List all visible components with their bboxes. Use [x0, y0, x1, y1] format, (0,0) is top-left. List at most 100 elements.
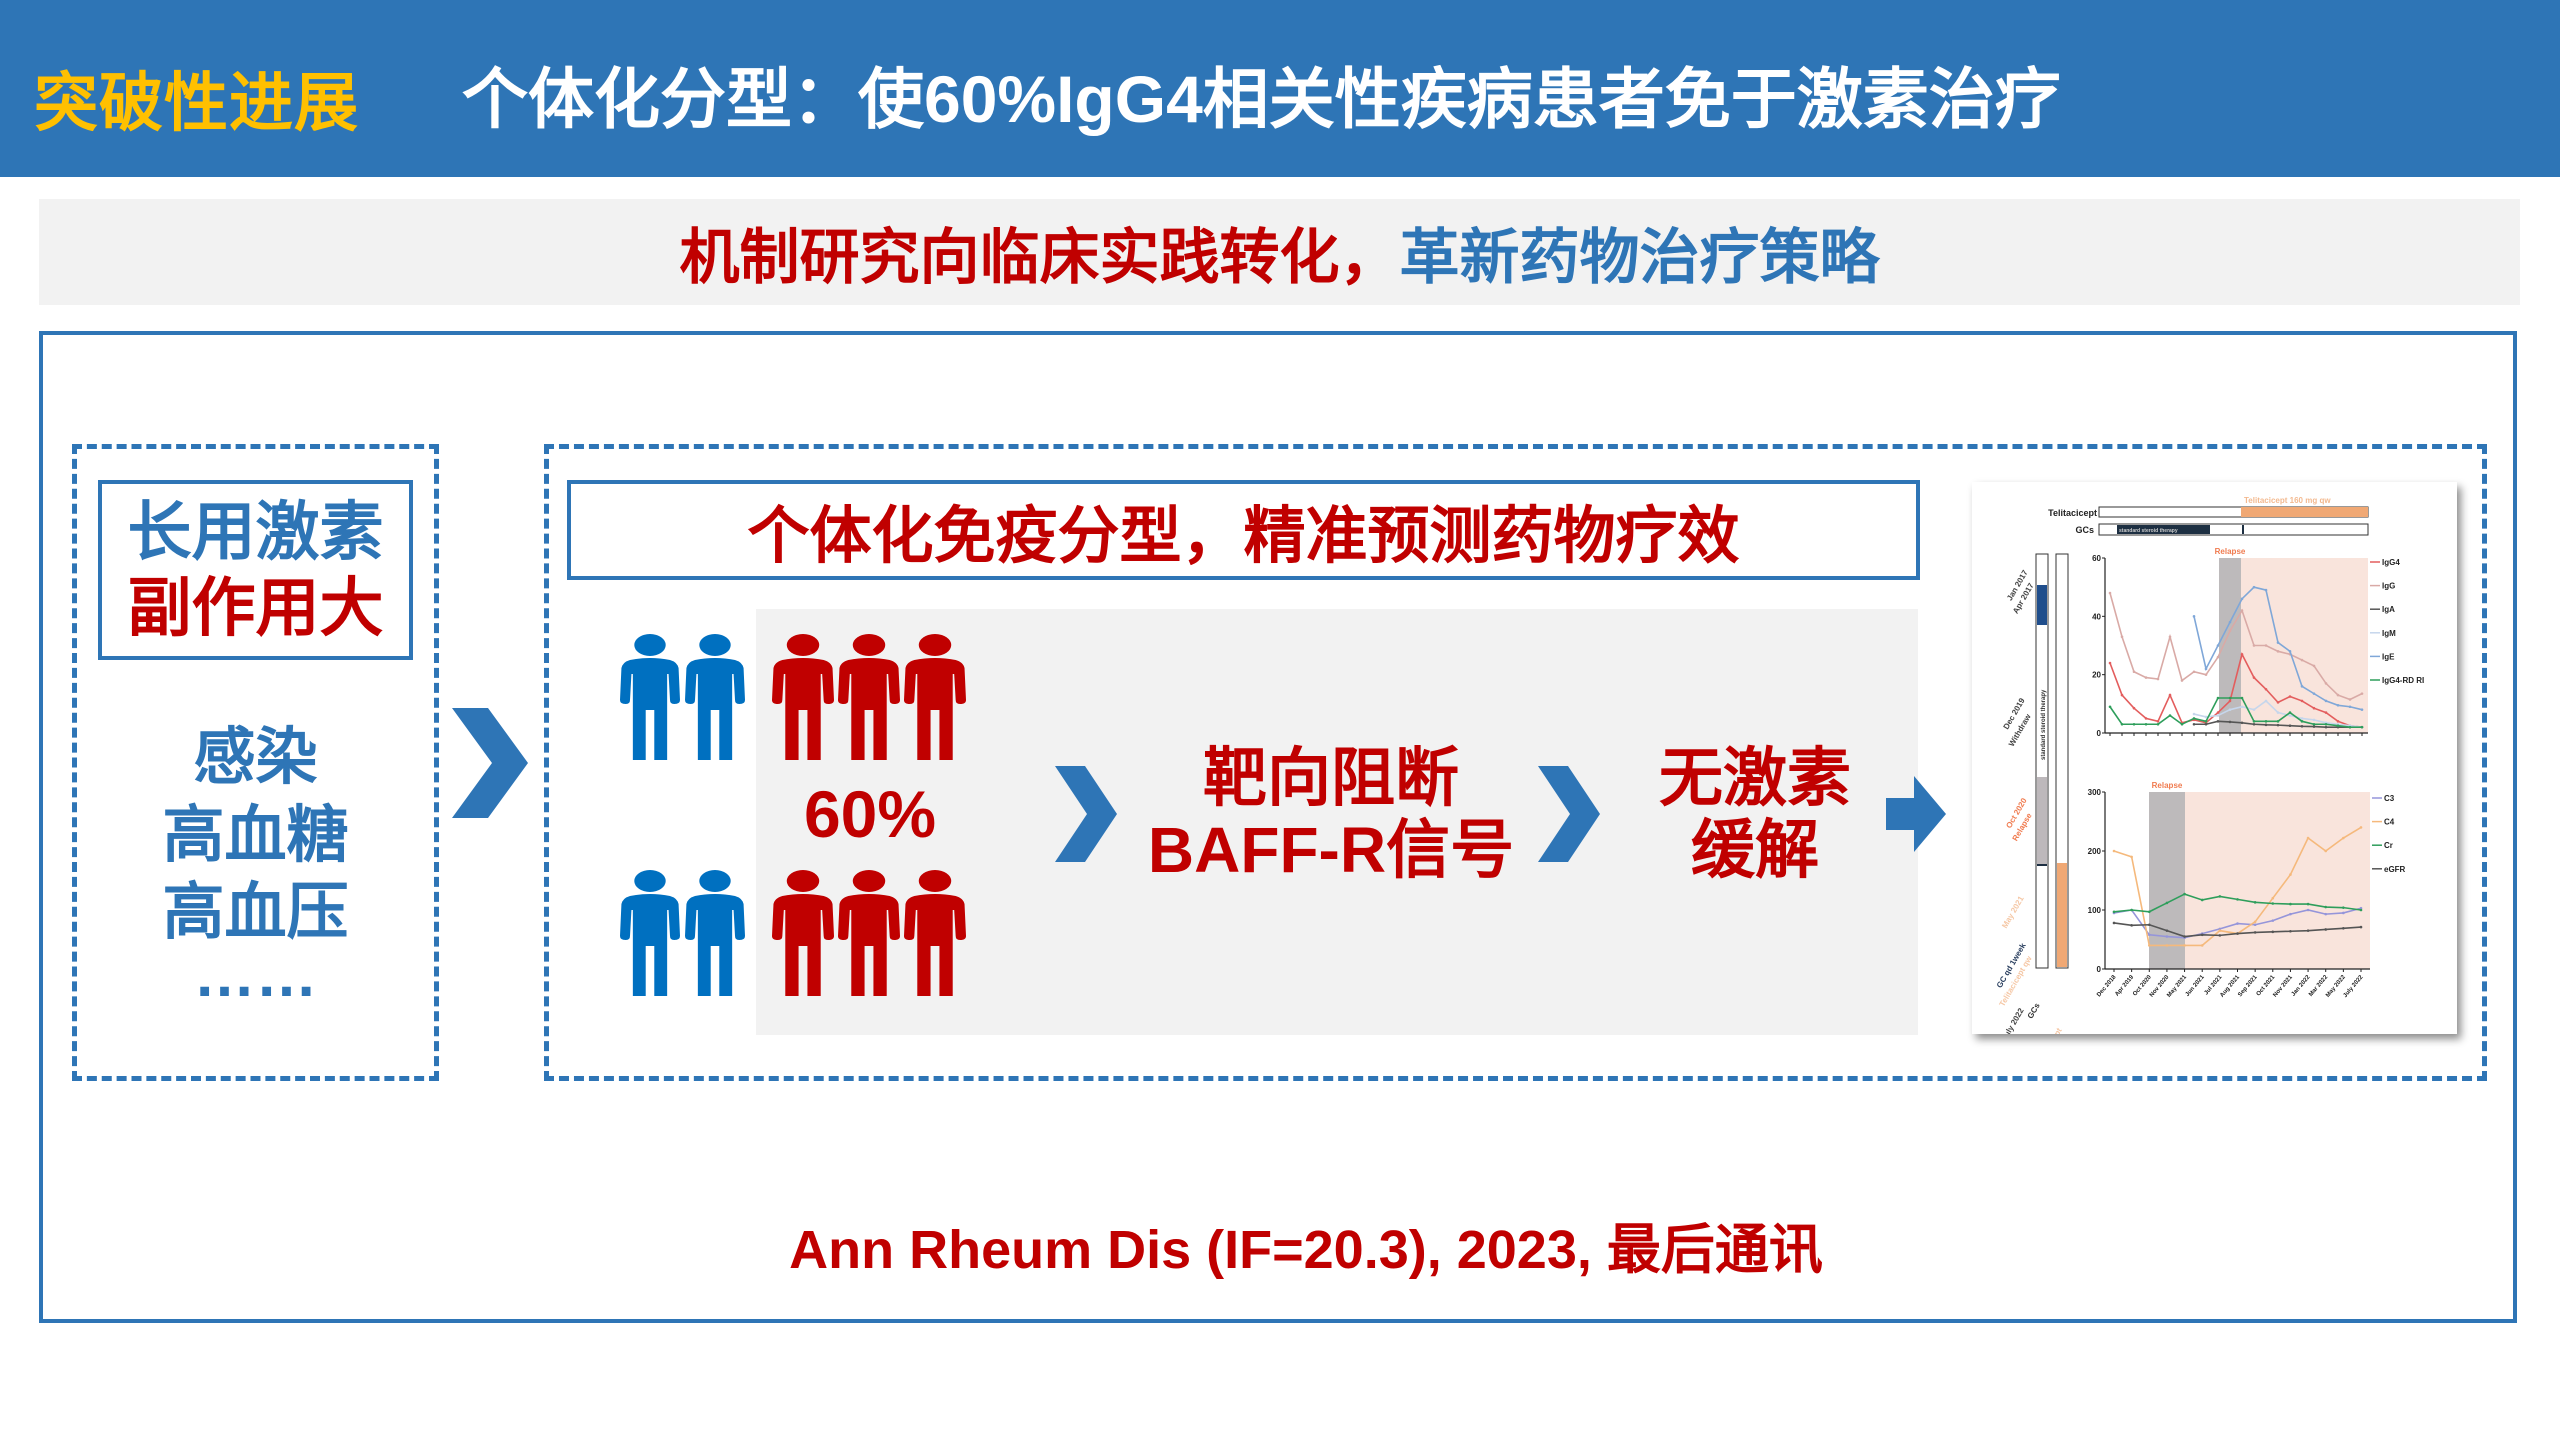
data-point: [2147, 944, 2151, 947]
data-point: [2192, 712, 2196, 716]
legend-label: IgM: [2382, 629, 2396, 638]
data-point: [2240, 705, 2244, 709]
data-point: [2271, 919, 2275, 922]
data-point: [2324, 725, 2328, 729]
data-point: [2276, 650, 2280, 653]
data-point: [2236, 932, 2239, 935]
data-point: [2288, 711, 2292, 714]
treatment-region: [2185, 792, 2370, 969]
legend-label: C3: [2384, 794, 2395, 803]
data-point: [2288, 714, 2292, 717]
data-point: [2300, 699, 2304, 703]
data-point: [2288, 695, 2292, 698]
gcs-fill: [2117, 525, 2210, 534]
y-tick-label: 0: [2097, 729, 2102, 738]
data-point: [2132, 706, 2136, 710]
data-point: [2130, 924, 2133, 927]
data-point: [2132, 722, 2136, 726]
series-line-IgG4: [2109, 652, 2363, 728]
person-icon-red: [772, 634, 834, 760]
data-point: [2130, 855, 2133, 859]
relapse-region: [2219, 558, 2241, 733]
data-point: [2312, 718, 2316, 722]
data-point: [2306, 929, 2310, 932]
data-point: [2300, 720, 2304, 723]
series-line-IgG4-RD RI: [2109, 697, 2362, 728]
chevron-right-icon: [452, 708, 528, 818]
data-point: [2200, 898, 2204, 902]
data-point: [2276, 701, 2280, 704]
data-point: [2324, 849, 2328, 853]
data-point: [2204, 720, 2208, 723]
relapse-label: Relapse: [2215, 547, 2246, 556]
subtitle-red: 机制研究向临床实践转化，: [679, 223, 1400, 291]
left-dashed-box: [72, 444, 439, 1081]
data-point: [2204, 667, 2208, 671]
data-point: [2144, 722, 2148, 726]
data-point: [2271, 930, 2275, 934]
data-point: [2306, 902, 2310, 906]
data-point: [2120, 693, 2124, 697]
data-point: [2342, 911, 2345, 915]
step1-line1: 靶向阻断: [1203, 742, 1459, 814]
data-point: [2216, 714, 2220, 717]
data-point: [2216, 711, 2220, 714]
chevron-right-icon: [1055, 766, 1117, 862]
data-point: [2228, 699, 2232, 703]
series-line-IgG: [2109, 592, 2363, 701]
data-point: [2264, 588, 2268, 592]
data-point: [2192, 615, 2196, 618]
data-point: [2289, 929, 2292, 933]
data-point: [2144, 717, 2148, 720]
data-point: [2216, 644, 2220, 647]
person-icon-red: [904, 634, 966, 760]
data-point: [2144, 676, 2148, 679]
problem-line1: 长用激素: [127, 496, 384, 568]
data-point: [2147, 910, 2151, 914]
data-point: [2300, 717, 2304, 720]
y-tick-label: 0: [2097, 965, 2102, 974]
data-point: [2253, 920, 2257, 924]
person-icon-blue: [685, 870, 745, 996]
data-point: [2312, 722, 2316, 726]
data-point: [2156, 677, 2160, 681]
data-point: [2228, 620, 2232, 624]
step2-line1: 无激素: [1659, 742, 1851, 814]
x-tick-label: Jun 2021: [2185, 974, 2207, 998]
data-point: [2252, 676, 2256, 679]
effect-item: 高血糖: [162, 801, 349, 870]
legend-label: IgA: [2382, 605, 2395, 614]
percentage-label: 60%: [803, 777, 937, 851]
data-point: [2180, 722, 2184, 726]
data-point: [2204, 722, 2208, 726]
step-block-remission: 无激素 缓解: [1605, 742, 1905, 886]
data-point: [2300, 685, 2304, 688]
y-tick-label: 300: [2088, 788, 2102, 797]
data-point: [2240, 721, 2244, 725]
legend-label: IgE: [2382, 652, 2395, 661]
legend-label: Cr: [2384, 841, 2393, 850]
y-tick-label: 60: [2092, 554, 2101, 563]
data-point: [2342, 926, 2345, 930]
gc-timeline-relapse: [2037, 777, 2047, 865]
data-point: [2147, 933, 2151, 937]
data-point: [2264, 644, 2268, 647]
data-point: [2312, 725, 2316, 728]
data-point: [2276, 720, 2280, 723]
legend-label: IgG: [2382, 582, 2395, 591]
data-point: [2276, 641, 2280, 644]
panel-title: 个体化免疫分型，精准预测药物疗效: [567, 480, 1920, 580]
data-point: [2253, 923, 2257, 927]
data-point: [2204, 715, 2208, 719]
effect-item: ……: [193, 941, 318, 1010]
data-point: [2165, 901, 2169, 905]
data-point: [2165, 929, 2169, 932]
data-point: [2271, 902, 2275, 905]
gc-timeline-marker: [2037, 864, 2047, 866]
legend-label: IgG4: [2382, 558, 2400, 567]
data-point: [2306, 908, 2310, 912]
effect-item: 高血压: [162, 878, 349, 947]
data-point: [2218, 895, 2222, 898]
timeline-label: GCs: [2026, 1001, 2042, 1020]
